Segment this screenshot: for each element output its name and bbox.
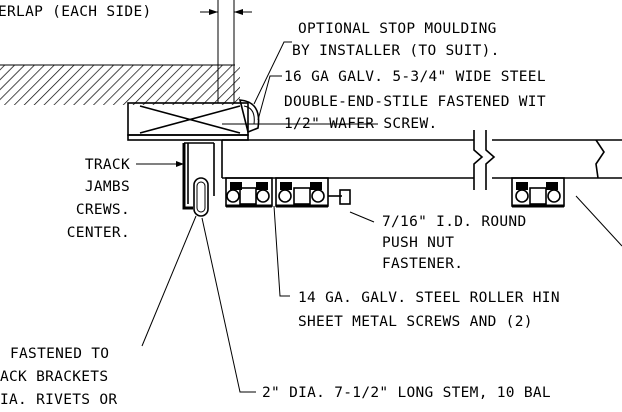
label-track-line1: TRACK	[85, 157, 130, 173]
label-nut-line1: 7/16" I.D. ROUND	[382, 214, 526, 230]
roller-hinge-1	[225, 177, 273, 208]
label-stop-line1: OPTIONAL STOP MOULDING	[298, 21, 497, 37]
leader-lines	[136, 41, 622, 393]
overlap-dimension	[200, 0, 252, 103]
label-hinge-line2: SHEET METAL SCREWS AND (2)	[298, 314, 533, 330]
label-nut-line3: FASTENER.	[382, 256, 463, 272]
label-track-line2: JAMBS	[85, 179, 130, 195]
label-stem-line1: 2" DIA. 7-1/2" LONG STEM, 10 BAL	[262, 385, 551, 401]
label-stile-line2: DOUBLE-END-STILE FASTENED WIT	[284, 94, 546, 110]
roller-hinge-2	[275, 177, 329, 208]
door-panel	[221, 130, 622, 190]
label-bracket-line3: IA. RIVETS OR	[0, 392, 117, 408]
push-nut	[328, 189, 351, 205]
label-bracket-line1: FASTENED TO	[10, 346, 109, 362]
track-angle	[182, 142, 215, 210]
stop-moulding	[238, 99, 260, 134]
label-hinge-line1: 14 GA. GALV. STEEL ROLLER HIN	[298, 290, 560, 306]
roller-hinge-3	[511, 177, 565, 208]
label-bracket-line2: ACK BRACKETS	[0, 369, 108, 385]
annotations: ERLAP (EACH SIDE) OPTIONAL STOP MOULDING…	[0, 4, 560, 408]
jamb-block	[127, 102, 249, 141]
label-overlap: ERLAP (EACH SIDE)	[0, 4, 152, 20]
label-stop-line2: BY INSTALLER (TO SUIT).	[292, 43, 500, 59]
label-track-line4: CENTER.	[67, 225, 130, 241]
label-stile-line3: 1/2" WAFER SCREW.	[284, 116, 438, 132]
track-roller	[193, 177, 209, 217]
label-track-line3: CREWS.	[76, 202, 130, 218]
label-stile-line1: 16 GA GALV. 5-3/4" WIDE STEEL	[284, 69, 546, 85]
label-nut-line2: PUSH NUT	[382, 235, 454, 251]
wall-header	[0, 64, 240, 105]
